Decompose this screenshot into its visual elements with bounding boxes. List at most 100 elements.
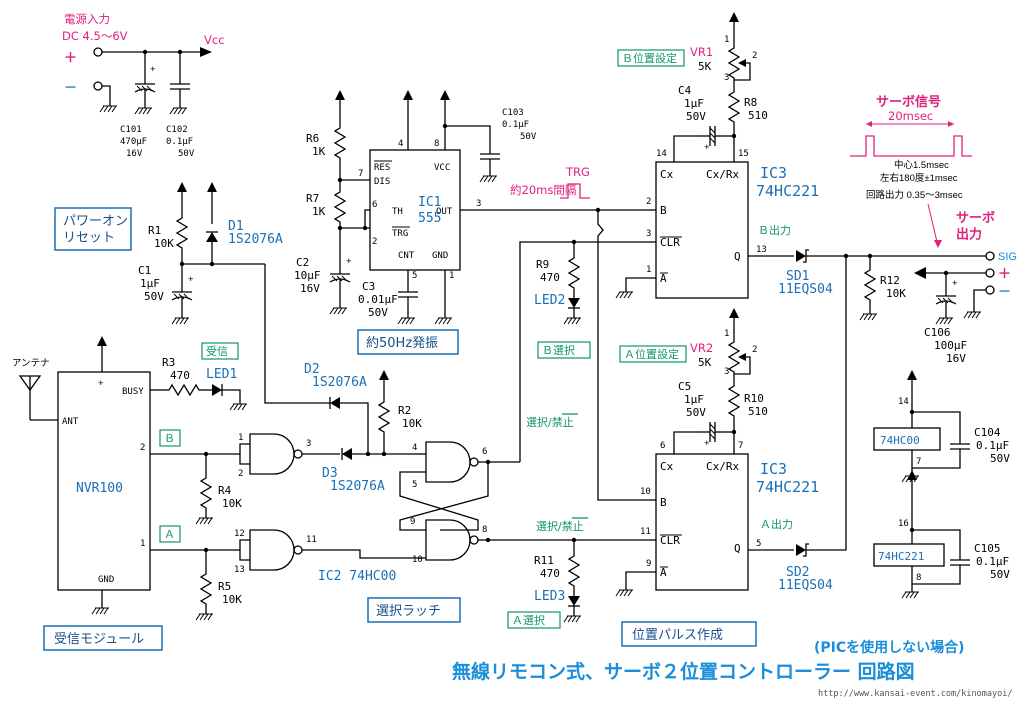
svg-text:+: + — [704, 438, 710, 449]
ic-74hc221-label: 74HC221 — [878, 550, 924, 563]
svg-text:3: 3 — [646, 229, 651, 239]
svg-text:13: 13 — [234, 565, 245, 575]
svg-text:10μF: 10μF — [294, 269, 321, 282]
svg-text:TRG: TRG — [392, 229, 408, 239]
svg-text:3: 3 — [306, 439, 311, 449]
svg-text:CLR: CLR — [660, 534, 680, 547]
svg-text:50V: 50V — [520, 132, 537, 142]
svg-text:1: 1 — [449, 271, 454, 281]
ic2-label: IC2 74HC00 — [318, 569, 396, 584]
svg-text:1: 1 — [724, 35, 729, 45]
c2-label: C2 — [296, 256, 309, 269]
vr1-label: VR1 — [690, 45, 713, 59]
b-select-label: Ｂ選択 — [542, 343, 575, 357]
servo-minus-terminal[interactable] — [985, 285, 995, 295]
svg-text:Q: Q — [734, 542, 741, 555]
svg-text:100μF: 100μF — [934, 339, 967, 352]
sd1-label: SD1 — [786, 269, 809, 284]
svg-text:Cx: Cx — [660, 168, 674, 181]
svg-text:1: 1 — [140, 539, 145, 549]
svg-text:4: 4 — [412, 443, 417, 453]
r12-label: R12 — [880, 274, 900, 287]
r3-label: R3 — [162, 356, 175, 369]
c105-label: C105 — [974, 542, 1001, 555]
svg-text:74HC221: 74HC221 — [756, 478, 819, 496]
a-output-label: Ａ出力 — [760, 517, 793, 531]
ic1-label: IC1 — [418, 195, 441, 210]
ic3-a-chip — [655, 453, 749, 591]
power-on-reset-box — [54, 207, 132, 251]
svg-text:13: 13 — [756, 245, 767, 255]
svg-text:1: 1 — [724, 329, 729, 339]
svg-text:510: 510 — [748, 405, 768, 418]
servo-plus-terminal[interactable] — [985, 268, 995, 278]
svg-text:16V: 16V — [126, 149, 143, 159]
servo-signal-title: サーボ信号 — [876, 94, 941, 110]
oscillator-section: RES DIS VCC TH TRG OUT CNT GND IC1 555 4… — [294, 89, 646, 501]
d2-label: D2 — [304, 362, 320, 377]
svg-text:VCC: VCC — [434, 163, 450, 173]
led3-icon — [567, 595, 581, 607]
d3-diode — [341, 447, 353, 461]
r4-label: R4 — [218, 484, 232, 497]
r9-resistor — [568, 253, 580, 293]
svg-text:3: 3 — [476, 199, 481, 209]
svg-text:1S2076A: 1S2076A — [312, 375, 367, 390]
d1-diode — [205, 231, 219, 243]
svg-text:8: 8 — [434, 139, 439, 149]
receiver-section: アンテナ ANT BUSY GND + NVR100 受信モジュール R3 47… — [12, 335, 248, 651]
servo-range-label: 左右180度±1msec — [880, 172, 958, 184]
svg-text:CNT: CNT — [398, 251, 415, 261]
svg-text:5: 5 — [412, 480, 417, 490]
c1-label: C1 — [138, 264, 151, 277]
d2-diode — [329, 396, 341, 410]
page-title: 無線リモコン式、サーボ２位置コントローラー 回路図 — [452, 660, 915, 683]
vr2-label: VR2 — [690, 341, 713, 355]
svg-text:DIS: DIS — [374, 177, 390, 187]
led2-label: LED2 — [534, 293, 565, 308]
c106-label: C106 — [924, 326, 951, 339]
r7-resistor — [334, 187, 346, 227]
servo-sig-terminal[interactable] — [985, 251, 995, 261]
c3-label: C3 — [362, 280, 375, 293]
b-input-label: Ｂ — [164, 432, 175, 445]
r2-resistor — [378, 397, 390, 437]
trg-label: TRG — [565, 165, 590, 179]
svg-text:10K: 10K — [886, 287, 906, 300]
svg-text:TH: TH — [392, 207, 403, 217]
receiver-block-label: 受信モジュール — [54, 632, 144, 647]
svg-text:+: + — [346, 256, 352, 267]
svg-text:2: 2 — [752, 345, 757, 355]
svg-text:1μF: 1μF — [140, 277, 160, 290]
pulse-block-label: 位置パルス作成 — [632, 628, 723, 643]
osc-block-label: 約50Hz発振 — [366, 336, 438, 351]
svg-text:0.1μF: 0.1μF — [976, 439, 1009, 452]
servo-output-range-label: 回路出力 0.35～3msec — [866, 189, 963, 201]
svg-text:+: + — [704, 142, 710, 153]
svg-text:74HC221: 74HC221 — [756, 182, 819, 200]
r11-resistor — [568, 551, 580, 591]
power-plus-terminal[interactable] — [93, 47, 103, 57]
svg-text:2: 2 — [372, 237, 377, 247]
r11-label: R11 — [534, 554, 554, 567]
ic3-a-label: IC3 — [760, 460, 787, 478]
svg-text:7: 7 — [358, 169, 363, 179]
svg-text:Q: Q — [734, 250, 741, 263]
a-input-label: Ａ — [164, 528, 175, 541]
svg-text:6: 6 — [660, 441, 665, 451]
power-minus-terminal[interactable] — [93, 81, 103, 91]
vr2-potentiometer — [728, 337, 740, 377]
svg-text:16: 16 — [898, 519, 909, 529]
nand-gate-3 — [425, 441, 479, 483]
svg-text:470: 470 — [170, 369, 190, 382]
svg-text:1K: 1K — [312, 205, 326, 218]
svg-text:10K: 10K — [222, 497, 242, 510]
svg-text:11: 11 — [640, 527, 651, 537]
power-on-reset-section: パワーオンリセット + R1 10K D1 1S2076A C1 1μF 50V — [54, 181, 328, 404]
led1-label: LED1 — [206, 367, 237, 382]
servo-period-label: 20msec — [888, 109, 933, 123]
osc-block-box — [357, 329, 459, 355]
svg-text:1μF: 1μF — [684, 393, 704, 406]
r4-resistor — [200, 473, 212, 513]
